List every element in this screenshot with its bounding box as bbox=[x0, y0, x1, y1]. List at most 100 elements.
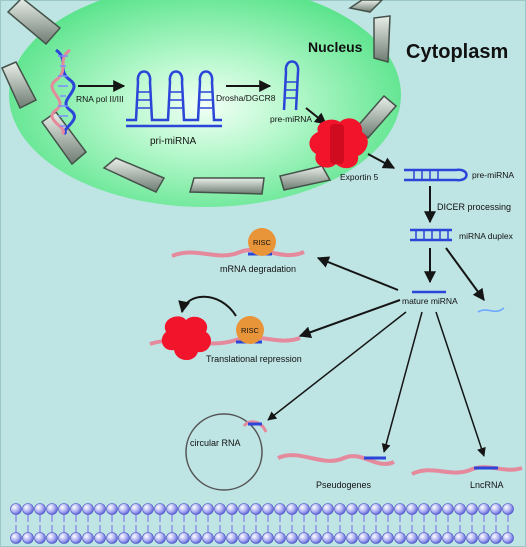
lipid-head bbox=[322, 532, 334, 544]
lipid-head bbox=[190, 532, 202, 544]
lipid-head bbox=[250, 532, 262, 544]
lipid-head bbox=[238, 532, 250, 544]
lipid-head bbox=[262, 532, 274, 544]
lipid-head bbox=[34, 503, 46, 515]
lipid-head bbox=[442, 503, 454, 515]
lipid-head bbox=[310, 503, 322, 515]
lipid-head bbox=[310, 532, 322, 544]
lipid-head bbox=[478, 503, 490, 515]
lipid-head bbox=[502, 532, 514, 544]
mirna-duplex bbox=[410, 228, 452, 242]
lipid-head bbox=[118, 503, 130, 515]
arrow-passenger-strand bbox=[445, 247, 485, 301]
lipid-head bbox=[226, 503, 238, 515]
lipid-head bbox=[106, 532, 118, 544]
lipid-head bbox=[418, 532, 430, 544]
lipid-head bbox=[202, 503, 214, 515]
pri-mirna-structure bbox=[126, 70, 222, 128]
lipid-head bbox=[382, 532, 394, 544]
lipid-head bbox=[70, 503, 82, 515]
lipid-head bbox=[478, 532, 490, 544]
lipid-head bbox=[10, 503, 22, 515]
pseudogenes bbox=[277, 453, 395, 466]
label-pre-mirna-nuclear: pre-miRNA bbox=[270, 114, 312, 124]
lipid-head bbox=[166, 532, 178, 544]
label-nucleus: Nucleus bbox=[308, 39, 363, 55]
label-pri-mirna: pri-miRNA bbox=[150, 136, 196, 147]
lipid-head bbox=[430, 503, 442, 515]
label-exportin: Exportin 5 bbox=[340, 172, 379, 182]
lipid-head bbox=[118, 532, 130, 544]
lipid-head bbox=[82, 503, 94, 515]
lipid-head bbox=[334, 532, 346, 544]
label-translational-repression: Translational repression bbox=[206, 354, 302, 364]
lipid-head bbox=[46, 503, 58, 515]
label-risc-top: RISC bbox=[253, 238, 272, 247]
inhibition-arc bbox=[178, 295, 237, 317]
lipid-head bbox=[226, 532, 238, 544]
lipid-head bbox=[298, 503, 310, 515]
lipid-head bbox=[358, 532, 370, 544]
label-lncrna: LncRNA bbox=[470, 480, 504, 490]
lipid-head bbox=[22, 503, 34, 515]
label-drosha: Drosha/DGCR8 bbox=[216, 93, 276, 103]
risc-top bbox=[248, 228, 276, 256]
exportin-5 bbox=[309, 118, 368, 169]
label-rna-pol: RNA pol II/III bbox=[76, 94, 124, 104]
lipid-head bbox=[466, 503, 478, 515]
label-cytoplasm: Cytoplasm bbox=[406, 41, 508, 63]
lipid-head bbox=[274, 532, 286, 544]
lipid-head bbox=[382, 503, 394, 515]
lipid-head bbox=[142, 503, 154, 515]
arrow-to-exportin bbox=[305, 107, 327, 125]
lipid-head bbox=[502, 503, 514, 515]
lipid-head bbox=[46, 532, 58, 544]
lipid-head bbox=[286, 503, 298, 515]
circular-rna bbox=[185, 413, 268, 491]
lipid-head bbox=[58, 532, 70, 544]
lipid-head bbox=[394, 532, 406, 544]
lipid-head bbox=[94, 503, 106, 515]
lipid-head bbox=[70, 532, 82, 544]
lipid-head bbox=[82, 532, 94, 544]
lipid-head bbox=[178, 503, 190, 515]
label-pseudogenes: Pseudogenes bbox=[316, 480, 372, 490]
lipid-head bbox=[34, 532, 46, 544]
lipid-head bbox=[430, 532, 442, 544]
lipid-head bbox=[334, 503, 346, 515]
label-dicer: DICER processing bbox=[437, 202, 511, 212]
arrow-to-repression bbox=[298, 299, 401, 338]
lipid-head bbox=[442, 532, 454, 544]
lipid-head bbox=[298, 532, 310, 544]
nucleus-body bbox=[9, 0, 401, 207]
risc-bottom bbox=[236, 316, 264, 344]
lipid-head bbox=[22, 532, 34, 544]
lipid-head bbox=[142, 532, 154, 544]
lipid-head bbox=[94, 532, 106, 544]
lipid-head bbox=[262, 503, 274, 515]
lipid-head bbox=[454, 532, 466, 544]
lipid-head bbox=[190, 503, 202, 515]
pre-mirna-cyto-hairpin bbox=[404, 168, 468, 182]
lipid-head bbox=[466, 532, 478, 544]
passenger-strand bbox=[477, 307, 505, 313]
lipid-head bbox=[154, 532, 166, 544]
lipid-head bbox=[370, 503, 382, 515]
lipid-head bbox=[346, 532, 358, 544]
cell-membrane bbox=[10, 503, 514, 544]
lipid-head bbox=[406, 532, 418, 544]
label-circular-rna: circular RNA bbox=[190, 438, 241, 448]
arrow-to-circular-rna bbox=[267, 311, 407, 421]
lncrna bbox=[411, 465, 523, 476]
lipid-head bbox=[370, 532, 382, 544]
lipid-head bbox=[250, 503, 262, 515]
lipid-head bbox=[490, 532, 502, 544]
dna-helix bbox=[50, 48, 76, 136]
lipid-head bbox=[130, 503, 142, 515]
label-pre-mirna-cyto: pre-miRNA bbox=[472, 170, 514, 180]
lipid-head bbox=[274, 503, 286, 515]
lipid-head bbox=[178, 532, 190, 544]
lipid-head bbox=[106, 503, 118, 515]
